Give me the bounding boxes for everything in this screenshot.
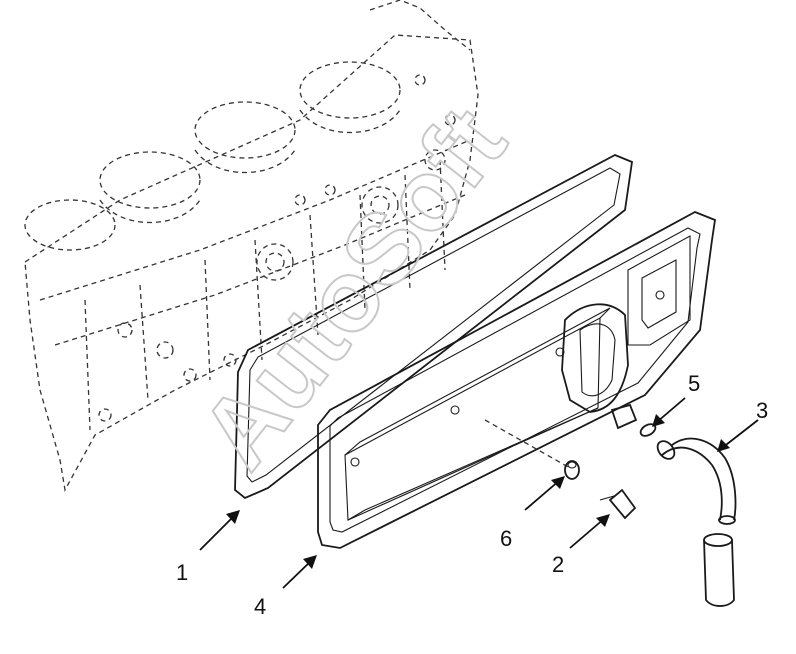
center-line xyxy=(484,419,571,469)
hose-sleeve xyxy=(703,533,735,607)
watermark-logo: AutoSoft xyxy=(179,87,527,489)
callout-5: 5 xyxy=(688,371,700,396)
callout-4: 4 xyxy=(254,594,266,619)
engine-block-outline xyxy=(24,0,479,492)
callout-6: 6 xyxy=(500,526,512,551)
callout-3: 3 xyxy=(756,398,768,423)
gasket xyxy=(234,154,633,500)
bolt xyxy=(599,488,637,520)
leader-arrows xyxy=(199,397,759,589)
callout-2: 2 xyxy=(552,552,564,577)
side-cover xyxy=(317,211,716,549)
hose xyxy=(656,437,737,525)
callout-1: 1 xyxy=(176,560,188,585)
plug xyxy=(564,460,580,480)
